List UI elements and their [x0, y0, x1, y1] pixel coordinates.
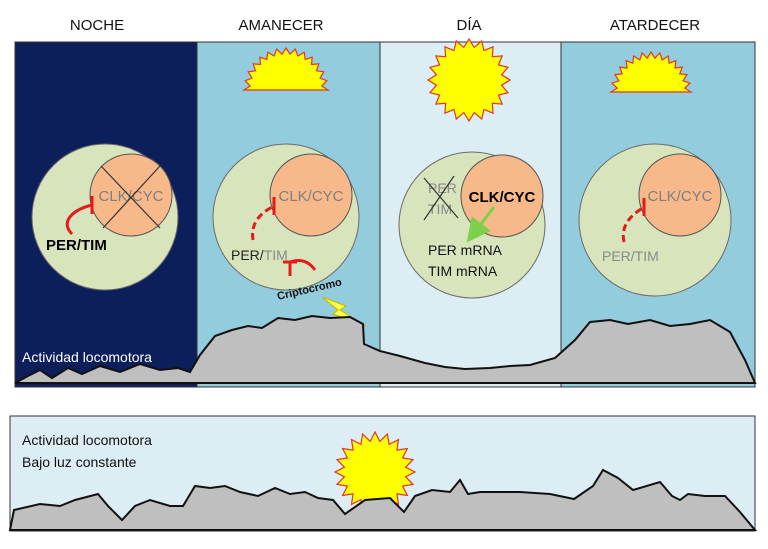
per-mrna-label: PER mRNA	[428, 242, 503, 258]
cell-day: CLK/CYC PER TIM PER mRNA TIM mRNA	[398, 151, 546, 299]
tim-mrna-label: TIM mRNA	[428, 263, 498, 279]
activity-label: Actividad locomotora	[22, 349, 152, 365]
phase-label-dusk: ATARDECER	[610, 17, 700, 34]
activity-profile-day	[14, 314, 757, 384]
nucleus-dusk	[638, 153, 722, 237]
cell-dusk: CLK/CYC PER/TIM	[578, 143, 732, 297]
cell-dawn: CLK/CYC PER/TIM Criptocromo	[212, 143, 367, 327]
per-tim-label-dusk: PER/TIM	[602, 248, 659, 264]
constant-light-label-2: Bajo luz constante	[22, 454, 137, 470]
lightning-icon	[321, 296, 367, 327]
sun-icon-dawn	[241, 46, 331, 91]
svg-text:PER/TIM: PER/TIM	[231, 247, 288, 263]
per-tim-label-night: PER/TIM	[46, 237, 107, 254]
clk-cyc-label-dusk: CLK/CYC	[647, 188, 712, 205]
per-label-dawn: PER/	[231, 247, 264, 263]
tim-label-dawn: TIM	[264, 247, 288, 263]
clk-cyc-label-day: CLK/CYC	[469, 189, 536, 206]
phase-label-day: DÍA	[456, 17, 481, 34]
clk-cyc-label-night: CLK/CYC	[98, 188, 163, 205]
sun-icon-day	[426, 37, 512, 123]
constant-light-label-1: Actividad locomotora	[22, 432, 152, 448]
clk-cyc-label-dawn: CLK/CYC	[278, 188, 343, 205]
sun-icon-dusk	[608, 50, 694, 93]
cell-night: CLK/CYC PER/TIM	[31, 143, 179, 291]
activity-profile-constant	[8, 468, 758, 531]
nucleus-dawn	[269, 153, 353, 237]
phase-label-night: NOCHE	[70, 17, 124, 34]
activation-arrow	[466, 206, 496, 243]
phase-label-dawn: AMANECER	[238, 17, 323, 34]
